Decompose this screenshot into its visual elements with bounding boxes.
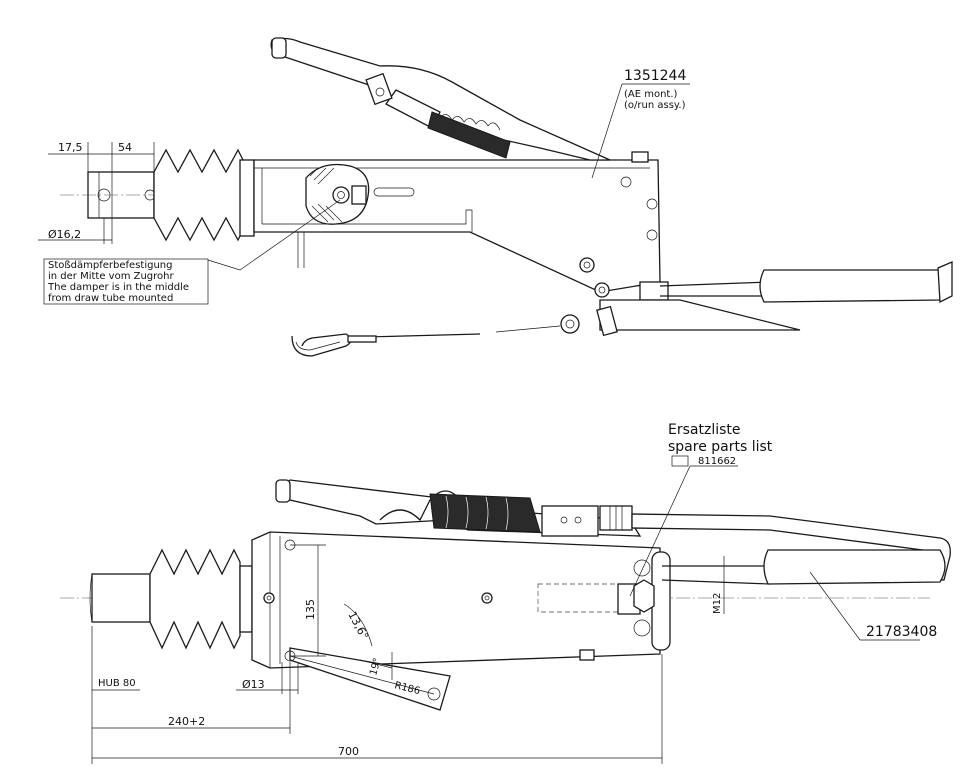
- side-view: [60, 37, 953, 357]
- dim-17-5: 17,5: [58, 141, 83, 154]
- handbrake-lever-side: [270, 37, 611, 161]
- note-line-4: from draw tube mounted: [48, 293, 173, 304]
- handle-grip-side: [759, 269, 947, 303]
- dim-m12: M12: [712, 593, 723, 614]
- note-box: [43, 258, 209, 305]
- plan-view: [60, 479, 951, 711]
- snap-hook-icon: [295, 341, 341, 351]
- plan-view-dimensions: [91, 455, 920, 764]
- bellows-spring-plan-icon: [429, 493, 541, 533]
- spare-list-en: spare parts list: [668, 439, 773, 455]
- part-number-top: 1351244: [624, 68, 686, 84]
- dim-700: 700: [338, 745, 359, 758]
- dim-d16-2: Ø16,2: [48, 228, 81, 241]
- note-line-3: The damper is in the middle: [47, 282, 189, 293]
- bolt-left-icon: [263, 592, 275, 604]
- dim-d13: Ø13: [242, 678, 265, 691]
- dim-240: 240+2: [168, 715, 205, 728]
- spare-list-de: Ersatzliste: [668, 422, 741, 438]
- part-note-2: (o/run assy.): [624, 100, 686, 111]
- note-line-1: Stoßdämpferbefestigung: [48, 260, 173, 271]
- damper-mount-icon: [332, 186, 350, 204]
- bolt-mid-icon: [481, 592, 493, 604]
- handle-grip-plan: [763, 549, 946, 585]
- hub-label: HUB 80: [98, 678, 136, 689]
- gas-spring-icon: [427, 111, 511, 159]
- bellows-plan: [149, 548, 241, 650]
- dim-19: 19°: [368, 657, 383, 677]
- side-flange: [289, 647, 451, 711]
- spare-part-number: 811662: [698, 456, 736, 467]
- draw-tube-plan: [91, 573, 151, 623]
- bellows-collar: [239, 159, 255, 237]
- note-line-2: in der Mitte vom Zugrohr: [48, 271, 175, 282]
- cable-eye-icon: [560, 314, 580, 334]
- bellows-side: [153, 148, 245, 242]
- spare-part-symbol-icon: [671, 455, 689, 467]
- part-note-1: (AE mont.): [624, 89, 678, 100]
- damper-block-plan: [541, 505, 599, 537]
- nut-icon: [579, 257, 595, 273]
- side-view-dimensions: [38, 83, 690, 271]
- hex-nut-icon: [633, 579, 655, 613]
- dim-135: 135: [304, 599, 317, 620]
- part-number-bottom: 21783408: [866, 624, 937, 640]
- dim-54: 54: [118, 141, 132, 154]
